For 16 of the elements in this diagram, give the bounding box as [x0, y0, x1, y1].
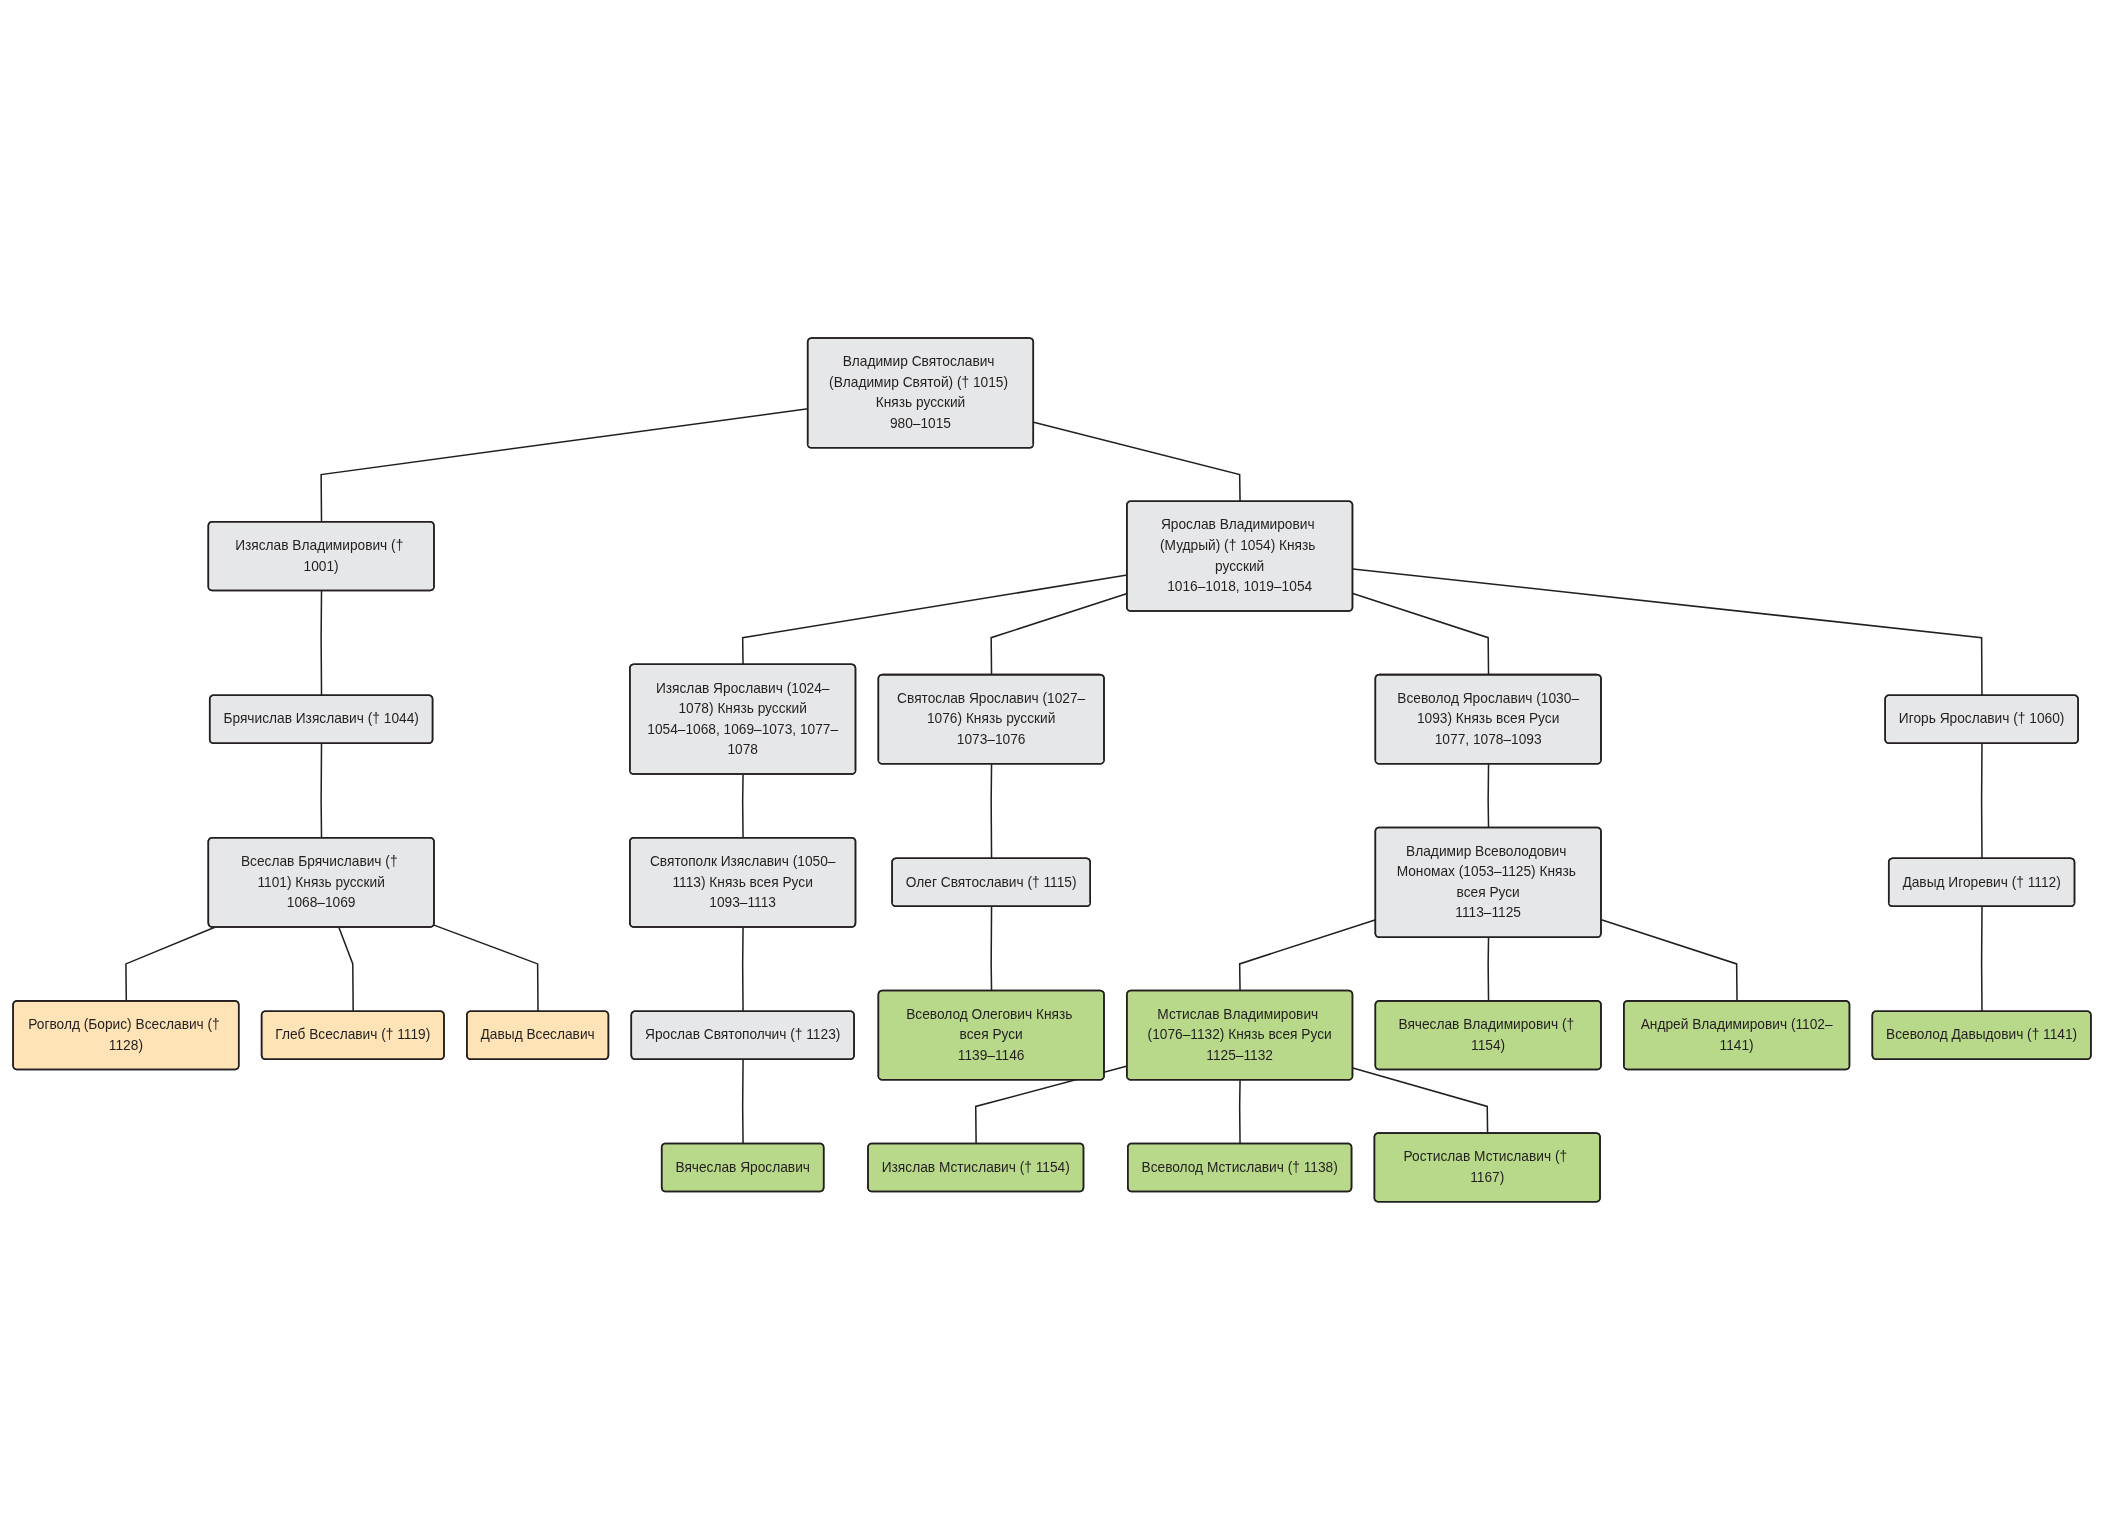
connector — [338, 926, 354, 1013]
connector — [1352, 1067, 1489, 1135]
connector — [1487, 763, 1490, 829]
connector — [1980, 742, 1983, 860]
connector — [990, 906, 993, 992]
connector — [741, 1058, 744, 1145]
connector — [1352, 568, 1983, 697]
connector — [320, 742, 323, 839]
connector — [1352, 592, 1490, 676]
connector — [990, 763, 993, 860]
connector — [320, 590, 323, 697]
connector — [1980, 906, 1983, 1013]
connector — [741, 773, 744, 839]
connector — [1238, 1079, 1241, 1145]
connector — [741, 926, 744, 1013]
connector — [433, 924, 539, 1013]
